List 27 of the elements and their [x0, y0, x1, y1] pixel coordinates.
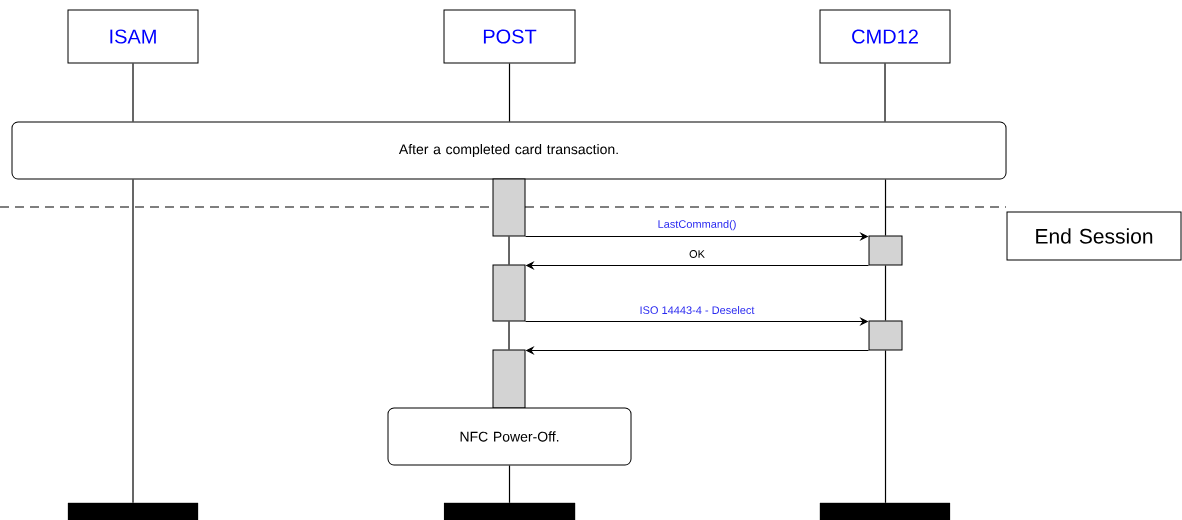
lifeline [508, 464, 511, 504]
edge-label: LastCommand() [656, 218, 738, 232]
participant-box: POST [443, 9, 576, 64]
activation-bar [492, 349, 526, 409]
activation-bar [868, 320, 903, 351]
note-box: NFC Power-Off. [387, 407, 632, 466]
lifeline-end-bar [67, 502, 199, 520]
lifeline [508, 235, 510, 266]
lifeline [508, 320, 510, 351]
lifeline [884, 178, 887, 237]
edge-label: ISO 14443-4 - Deselect [638, 304, 756, 316]
activation-bar [492, 264, 526, 322]
lifeline [132, 62, 134, 123]
edge-label: OK [688, 249, 706, 259]
section-tag: End Session [1006, 211, 1182, 261]
activation-bar [868, 235, 903, 266]
lifeline [132, 178, 134, 504]
participant-box: CMD12 [819, 9, 951, 64]
lifeline [884, 264, 887, 322]
lifeline [884, 349, 887, 504]
note-box: After a completed card transaction. [11, 121, 1007, 180]
activation-bar [492, 178, 526, 237]
lifeline [884, 62, 886, 123]
lifeline-end-bar [443, 502, 576, 520]
participant-box: ISAM [67, 9, 199, 64]
lifeline [508, 62, 511, 123]
lifeline-end-bar [819, 502, 951, 520]
